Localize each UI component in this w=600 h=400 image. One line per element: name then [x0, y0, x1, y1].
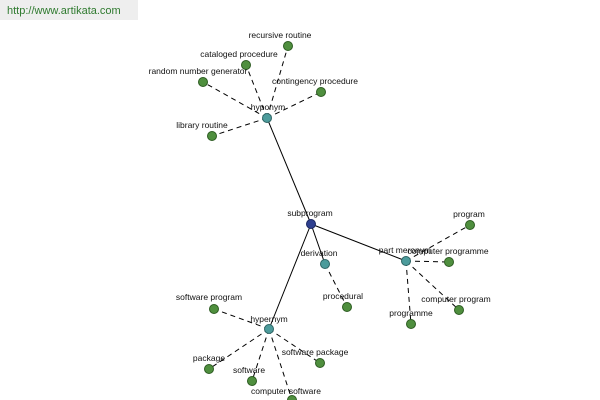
- node-random-number-generator[interactable]: [198, 77, 208, 87]
- edge-subprogram-derivation: [310, 223, 326, 265]
- edge-part_meronym-program: [405, 224, 471, 262]
- edge-subprogram-part_meronym: [310, 223, 407, 262]
- labels-layer: subprogram hyponym derivation part meronym h…: [149, 30, 491, 396]
- edge-part_meronym-computer_program: [405, 260, 460, 311]
- label-software-package[interactable]: software package: [282, 347, 349, 357]
- node-procedural[interactable]: [342, 302, 352, 312]
- edge-hypernym-software_program: [213, 308, 270, 330]
- label-software[interactable]: software: [233, 365, 265, 375]
- node-programme[interactable]: [406, 319, 416, 329]
- label-library-routine[interactable]: library routine: [176, 120, 228, 130]
- edge-subprogram-hyponym: [266, 117, 312, 225]
- label-part-meronym[interactable]: part meronym: [379, 245, 431, 255]
- edge-part_meronym-programme: [405, 260, 412, 325]
- label-software-program[interactable]: software program: [176, 292, 242, 302]
- edge-hypernym-software: [251, 328, 270, 382]
- label-computer-programme[interactable]: computer programme: [407, 246, 489, 256]
- edge-hypernym-package: [208, 328, 270, 370]
- label-hypernym[interactable]: hypernym: [250, 314, 287, 324]
- label-program[interactable]: program: [453, 209, 485, 219]
- node-computer-program[interactable]: [454, 305, 464, 315]
- label-hyponym[interactable]: hyponym: [251, 102, 286, 112]
- node-computer-programme[interactable]: [444, 257, 454, 267]
- edge-hypernym-computer_software: [268, 328, 293, 400]
- label-subprogram[interactable]: subprogram: [287, 208, 332, 218]
- label-recursive-routine[interactable]: recursive routine: [249, 30, 312, 40]
- edge-hyponym-random_number_generator: [202, 81, 268, 119]
- node-derivation[interactable]: [320, 259, 330, 269]
- label-computer-software[interactable]: computer software: [251, 386, 321, 396]
- edge-subprogram-hypernym: [268, 223, 312, 330]
- edge-derivation-procedural: [324, 263, 348, 308]
- node-software-package[interactable]: [315, 358, 325, 368]
- edge-hyponym-contingency_procedure: [266, 91, 322, 119]
- node-subprogram[interactable]: [306, 219, 316, 229]
- node-package[interactable]: [204, 364, 214, 374]
- label-computer-program[interactable]: computer program: [421, 294, 490, 304]
- label-package[interactable]: package: [193, 353, 225, 363]
- node-library-routine[interactable]: [207, 131, 217, 141]
- edge-part_meronym-computer_programme: [405, 260, 450, 263]
- label-procedural[interactable]: procedural: [323, 291, 363, 301]
- node-hypernym[interactable]: [264, 324, 274, 334]
- node-part-meronym[interactable]: [401, 256, 411, 266]
- node-cataloged-procedure[interactable]: [241, 60, 251, 70]
- node-software[interactable]: [247, 376, 257, 386]
- node-software-program[interactable]: [209, 304, 219, 314]
- label-programme[interactable]: programme: [389, 308, 433, 318]
- url-banner: http://www.artikata.com: [0, 0, 138, 20]
- label-random-number-generator[interactable]: random number generator: [149, 66, 248, 76]
- node-computer-software[interactable]: [287, 395, 297, 400]
- edge-hypernym-software_package: [268, 328, 321, 364]
- node-contingency-procedure[interactable]: [316, 87, 326, 97]
- edges-layer: [202, 45, 471, 400]
- label-derivation[interactable]: derivation: [301, 248, 338, 258]
- node-program[interactable]: [465, 220, 475, 230]
- label-contingency-procedure[interactable]: contingency procedure: [272, 76, 358, 86]
- nodes-layer: [198, 41, 475, 400]
- edge-hyponym-recursive_routine: [266, 45, 289, 119]
- label-cataloged-procedure[interactable]: cataloged procedure: [200, 49, 278, 59]
- edge-hyponym-library_routine: [211, 117, 268, 137]
- node-hyponym[interactable]: [262, 113, 272, 123]
- edge-hyponym-cataloged_procedure: [245, 64, 268, 119]
- site-url-link[interactable]: http://www.artikata.com: [7, 5, 121, 17]
- node-recursive-routine[interactable]: [283, 41, 293, 51]
